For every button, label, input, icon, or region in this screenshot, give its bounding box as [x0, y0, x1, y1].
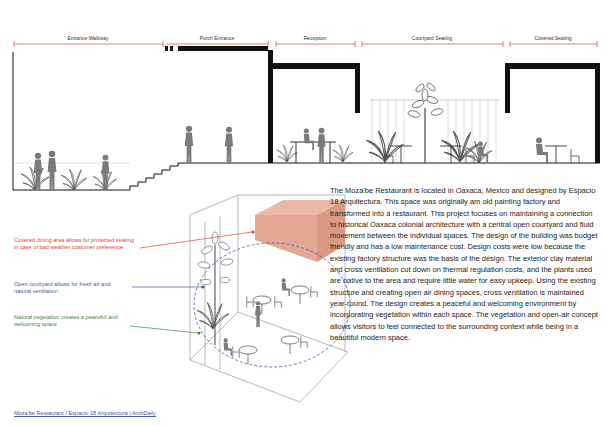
- description-text: The Moza'be Restaurant is located in Oax…: [330, 185, 598, 343]
- callout-note: Natural vegetation creates a peaceful an…: [14, 314, 126, 329]
- zone-label: Courtyard Seating: [411, 35, 453, 42]
- zone-label: Entrance Walkway: [66, 35, 109, 42]
- zone-label: Covered Seating: [533, 35, 572, 42]
- zone-label: Reception: [303, 35, 328, 42]
- zone-label: Porch Entrance: [199, 35, 235, 42]
- callout-note: Covered dining area allows for protected…: [14, 237, 136, 252]
- callout-note: Open courtyard allows for fresh air and …: [14, 281, 128, 296]
- source-link: Moza'be Restaurant / Espacio 18 Arquitec…: [14, 410, 156, 417]
